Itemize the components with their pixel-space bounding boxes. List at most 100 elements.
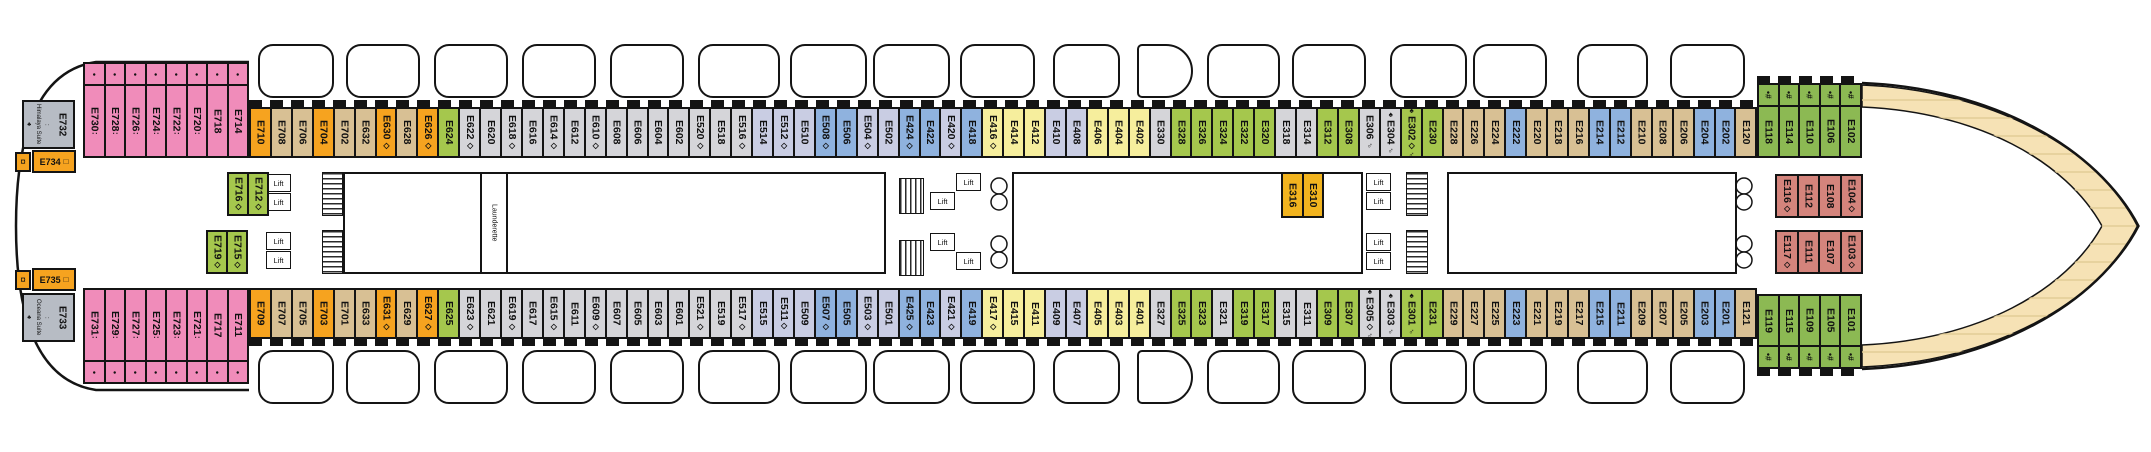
cabin-number: E722: — [170, 106, 183, 136]
cabin-e622: E622◇ — [459, 108, 481, 157]
cabin-e330: E330 — [1149, 108, 1171, 157]
cabin-e327: E327 — [1149, 289, 1171, 338]
cabin-e315: E315 — [1275, 289, 1297, 338]
cabin-number: E519 — [715, 301, 727, 326]
cabin-e217: E217 — [1568, 289, 1589, 338]
cabin-number: E515 — [756, 301, 769, 326]
balcony-cell: • — [167, 360, 186, 382]
lifeboat — [698, 44, 780, 98]
cabin-e701: E701 — [333, 289, 355, 338]
cabin-number: E209 — [1635, 301, 1648, 326]
cabin-number: E221 — [1530, 301, 1543, 326]
cabin-number: E407 — [1070, 301, 1083, 326]
cabin-e520: E520◇ — [689, 108, 711, 157]
cabin-e114: •#E114 — [1778, 84, 1800, 157]
cabin-e503: E503◇ — [856, 289, 878, 338]
cabin-e619: E619◇ — [501, 289, 522, 338]
cabin-number: E520◇ — [694, 115, 707, 150]
cabin-e609: E609◇ — [584, 289, 606, 338]
cabin-number: E517◇ — [735, 296, 748, 331]
cabin-e218: E218 — [1547, 108, 1569, 157]
cabin-e720: •E720: — [186, 63, 207, 157]
cabin-e422: E422 — [919, 108, 941, 157]
cabin-number: E104◇ — [1845, 178, 1858, 214]
cabin-number: E715◇ — [231, 234, 244, 270]
cabin-e402: E402 — [1128, 108, 1150, 157]
cabin-e502: E502 — [877, 108, 899, 157]
cabin-e112: E112 — [1797, 175, 1819, 217]
balcony-dash-strip-top — [249, 100, 1757, 107]
cabin-number: E626◇ — [422, 115, 435, 150]
cabin-number: E218 — [1551, 120, 1564, 145]
launderette-wall — [506, 172, 508, 274]
cabin-e512: E512◇ — [773, 108, 794, 157]
cabin-number: E718 — [211, 108, 224, 134]
cabin-e632: E632 — [354, 108, 376, 157]
cabin-e510: E510 — [793, 108, 815, 157]
cabin-number: E619◇ — [505, 296, 518, 331]
cabin-number: E611 — [568, 301, 581, 326]
cabin-e215: E215 — [1589, 289, 1610, 338]
cabin-number: E201 — [1719, 301, 1732, 326]
balcony-cell: • — [187, 360, 206, 382]
cabin-number: E203 — [1698, 301, 1711, 326]
cabin-number: E610◇ — [589, 115, 602, 150]
cabin-e404: E404 — [1107, 108, 1129, 157]
cabin-number: E720: — [191, 106, 203, 136]
cabin-e228: E228 — [1442, 108, 1464, 157]
cabin-e212: E212 — [1609, 108, 1631, 157]
cabin-e103: E103◇ — [1840, 231, 1862, 273]
balcony-cell: • — [228, 64, 247, 86]
lift-box: Lift — [930, 233, 955, 251]
balcony-cell: • — [208, 360, 227, 382]
balcony-cell: •# — [1779, 345, 1799, 367]
cabin-e731: E731:• — [84, 289, 105, 383]
cabin-number: E416◇ — [986, 115, 999, 150]
lift-box: Lift — [930, 192, 955, 210]
cabin-e703: E703 — [312, 289, 334, 338]
cabin-e719: E719◇ — [207, 231, 227, 273]
stairs — [899, 240, 924, 276]
cabin-number: E229 — [1447, 301, 1460, 326]
cabin-e121: E121 — [1735, 289, 1757, 338]
lifeboat — [1053, 44, 1120, 98]
cabin-e321: E321 — [1212, 289, 1234, 338]
cabin-number: E423 — [924, 301, 937, 326]
aft-inside-cabins-upper: E716◇E712◇ — [227, 172, 269, 216]
cabin-number: E330 — [1154, 120, 1167, 145]
lifeboat — [960, 350, 1035, 404]
cabin-e418: E418 — [961, 108, 983, 157]
lifeboat — [1390, 350, 1467, 404]
cabin-e316: E316 — [1282, 173, 1303, 217]
cabin-e628: E628 — [396, 108, 418, 157]
cabin-number: E312 — [1321, 120, 1334, 145]
cabin-e729: E729:• — [104, 289, 125, 383]
cabin-number: E702 — [338, 120, 351, 145]
cabin-e311: E311 — [1296, 289, 1318, 338]
lifeboat — [873, 44, 950, 98]
cabin-e403: E403 — [1107, 289, 1129, 338]
cabin-e707: E707 — [270, 289, 292, 338]
cabin-number: E406 — [1091, 120, 1104, 145]
cabin-e105: E105•# — [1819, 295, 1841, 368]
cabin-e723: E723:• — [166, 289, 187, 383]
cabin-e101: E101•# — [1840, 295, 1861, 368]
suite-symbol: : — [43, 316, 50, 319]
interior-block-fwd — [1447, 172, 1737, 274]
cabin-number: E226 — [1468, 120, 1481, 145]
cabin-number: E630◇ — [380, 115, 393, 150]
cabin-number: E205 — [1677, 301, 1690, 326]
cabin-number: E704 — [317, 120, 330, 145]
cabin-number: E207 — [1656, 301, 1669, 326]
cabin-number: E609◇ — [589, 296, 602, 331]
cabin-number: E310 — [1307, 182, 1319, 208]
cabin-number: E223 — [1510, 301, 1523, 326]
stairs — [322, 172, 343, 216]
cabin-number: E319 — [1238, 301, 1251, 326]
cabin-e318: E318 — [1275, 108, 1297, 157]
cabin-e211: E211 — [1609, 289, 1631, 338]
cabin-number: E117◇ — [1781, 235, 1793, 269]
cabin-number: E628 — [401, 120, 414, 145]
cabin-number: E206 — [1677, 120, 1690, 145]
